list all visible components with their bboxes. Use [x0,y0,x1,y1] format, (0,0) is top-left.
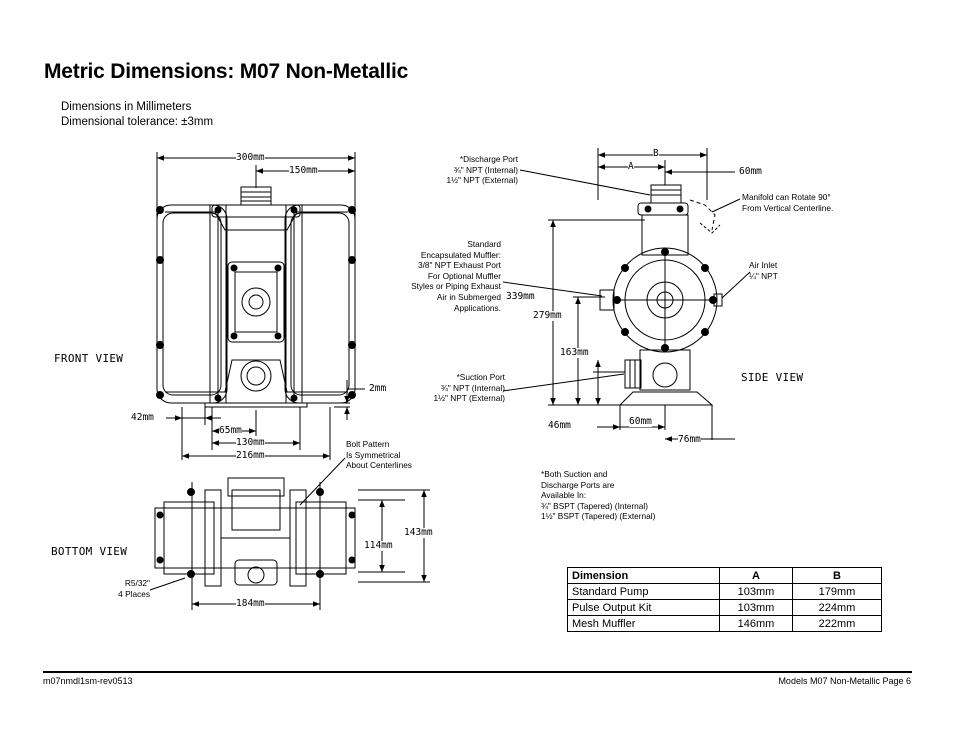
footer-page-label: Models M07 Non-Metallic Page 6 [778,676,911,686]
row-name: Standard Pump [567,583,720,600]
dimension-table: Dimension A B Standard Pump 103mm 179mm … [567,567,882,632]
row-a: 103mm [719,583,793,600]
front-view-drawing [156,152,365,460]
footer-doc-id: m07nmdl1sm-rev0513 [43,676,133,686]
table-row: Standard Pump 103mm 179mm [567,583,882,600]
dim-163mm: 163mm [560,347,589,358]
dim-A: A [628,161,634,172]
callout-radius: R5/32" 4 Places [118,578,150,599]
front-view-label: FRONT VIEW [54,352,124,365]
dim-46mm: 46mm [548,420,571,431]
table-row: Pulse Output Kit 103mm 224mm [567,599,882,616]
callout-suction-port: *Suction Port ¾" NPT (Internal) 1½" NPT … [433,372,506,404]
dim-42mm: 42mm [131,412,154,423]
dim-114mm: 114mm [364,540,393,551]
row-name: Mesh Muffler [567,615,720,632]
note-units: Dimensions in Millimeters [61,101,192,113]
footer-rule [43,671,912,673]
bottom-view-label: BOTTOM VIEW [51,545,128,558]
dim-150mm: 150mm [289,165,318,176]
dim-76mm: 76mm [678,434,701,445]
table-header-a: A [719,567,793,584]
table-header-dimension: Dimension [567,567,720,584]
row-b: 224mm [792,599,882,616]
row-a: 146mm [719,615,793,632]
dim-216mm: 216mm [236,450,265,461]
row-a: 103mm [719,599,793,616]
table-row: Mesh Muffler 146mm 222mm [567,615,882,632]
callout-bolt-pattern: Bolt Pattern Is Symmetrical About Center… [346,439,412,471]
callout-discharge-port: *Discharge Port ¾" NPT (Internal) 1½" NP… [446,154,519,186]
row-name: Pulse Output Kit [567,599,720,616]
note-tolerance: Dimensional tolerance: ±3mm [61,116,214,128]
dim-184mm: 184mm [236,598,265,609]
table-header-row: Dimension A B [567,567,882,584]
dim-339mm: 339mm [506,291,535,302]
callout-both-ports: *Both Suction and Discharge Ports are Av… [541,469,656,522]
side-view-drawing [502,148,751,442]
dim-60mm-top: 60mm [739,166,762,177]
table-header-b: B [792,567,882,584]
dim-143mm: 143mm [404,527,433,538]
row-b: 222mm [792,615,882,632]
callout-manifold-rotate: Manifold can Rotate 90° From Vertical Ce… [742,192,834,213]
dim-2mm: 2mm [369,383,387,394]
row-b: 179mm [792,583,882,600]
callout-air-inlet: Air Inlet ¼" NPT [749,260,778,281]
dim-B: B [653,148,659,159]
side-view-label: SIDE VIEW [741,371,804,384]
bottom-view-drawing [149,457,430,610]
dim-130mm: 130mm [236,437,265,448]
dim-279mm: 279mm [533,310,562,321]
dim-60mm-bottom: 60mm [629,416,652,427]
page-title: Metric Dimensions: M07 Non-Metallic [44,60,409,83]
dim-300mm: 300mm [236,152,265,163]
callout-muffler: Standard Encapsulated Muffler: 3/8" NPT … [411,239,501,313]
dim-65mm: 65mm [219,425,242,436]
